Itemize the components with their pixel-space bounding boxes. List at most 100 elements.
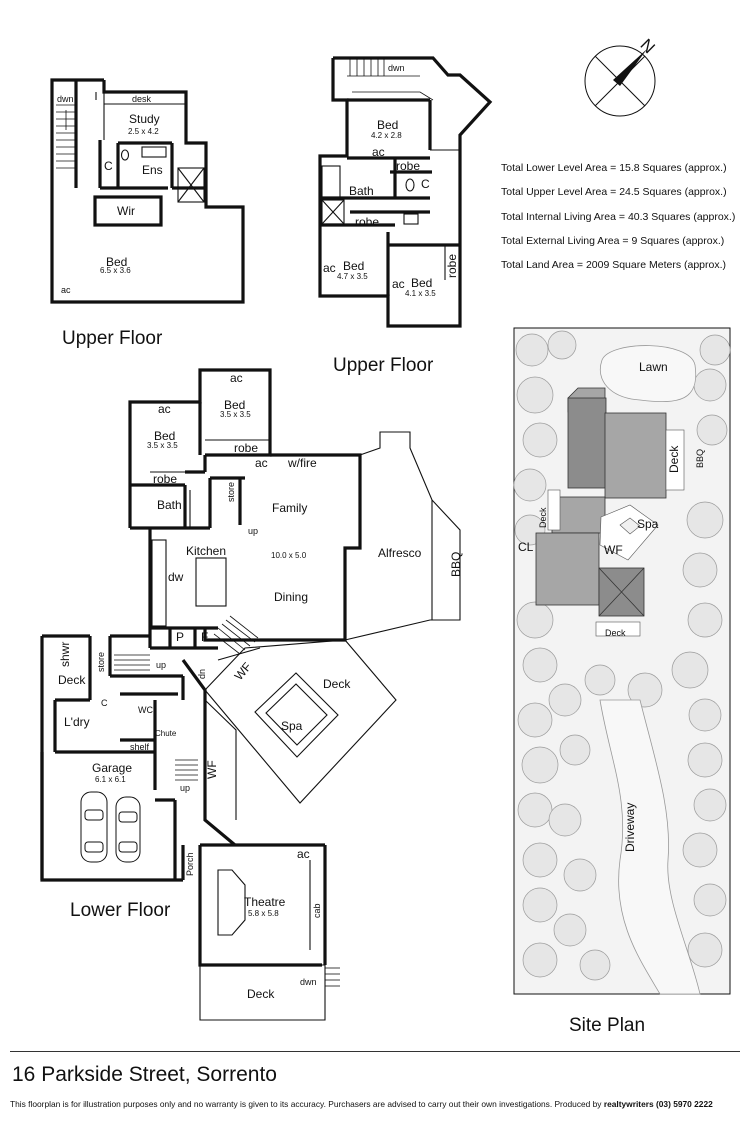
wf-label: WF [232,660,255,683]
wfire-label: w/fire [287,456,317,470]
store-label: store [96,652,106,672]
spa-label: Spa [637,517,659,531]
desk-label: desk [132,94,152,104]
bed1-name: Bed [377,118,398,132]
area-upper-level: Total Upper Level Area = 24.5 Squares (a… [501,186,727,198]
property-address: 16 Parkside Street, Sorrento [12,1063,277,1086]
study-dims: 2.5 x 4.2 [128,127,159,136]
ac-label: ac [158,402,171,416]
site-plan [513,327,731,995]
car-icon [80,791,108,863]
robe-label: robe [355,215,379,229]
dwn-label: dwn [300,977,317,987]
dining-label: Dining [274,590,308,604]
cab-label: cab [312,903,322,918]
up-label: up [248,526,258,536]
ac-label: ac [61,285,71,295]
robe-label: robe [445,254,459,278]
producer-credit: realtywriters (03) 5970 2222 [603,1099,713,1109]
deck-label: Deck [538,507,548,528]
area-land: Total Land Area = 2009 Square Meters (ap… [501,259,727,271]
theatre-name: Theatre [244,895,286,909]
upper-floor-left-labels: dwn desk Study 2.5 x 4.2 C Ens Wir Bed 6… [57,94,163,349]
ac-label: ac [392,277,405,291]
upper-floor-right-labels: dwn Bed 4.2 x 2.8 ac robe C Bath robe ac… [323,63,459,376]
bed2-name: Bed [343,259,364,273]
bbq-label: BBQ [449,552,463,577]
bed3-name: Bed [411,276,432,290]
kitchen-label: Kitchen [186,544,226,558]
ac-label: ac [297,847,310,861]
deck-label: Deck [323,677,351,691]
family-dims: 10.0 x 5.0 [271,551,307,560]
bed3-dims: 4.1 x 3.5 [405,289,436,298]
chute-label: Chute [155,729,177,738]
garage-name: Garage [92,761,132,775]
study-name: Study [129,112,160,126]
area-internal-living: Total Internal Living Area = 40.3 Square… [501,211,736,223]
bed1-name: Bed [154,429,175,443]
robe-label: robe [396,159,420,173]
p-label: P [176,630,184,644]
footer-divider [10,1051,740,1052]
c-label: C [421,177,430,191]
robe-label: robe [153,472,177,486]
ens-label: Ens [142,163,163,177]
car-icon [115,796,141,863]
c-label: C [101,698,108,708]
disclaimer-text: This floorplan is for illustration purpo… [10,1099,604,1109]
bed2-name: Bed [224,398,245,412]
bath-label: Bath [349,184,374,198]
ldry-label: L'dry [64,715,90,729]
wf-label: WF [604,543,623,557]
ac-label: ac [372,145,385,159]
c-label: C [104,159,113,173]
wir-label: Wir [117,204,135,218]
deck-label: Deck [605,628,626,638]
upper-floor-left-title: Upper Floor [62,328,163,349]
disclaimer: This floorplan is for illustration purpo… [10,1099,713,1109]
bed2-dims: 4.7 x 3.5 [337,272,368,281]
bed1-dims: 4.2 x 2.8 [371,131,402,140]
alfresco-label: Alfresco [378,546,422,560]
ac-label: ac [230,371,243,385]
lower-floor-labels: ac Bed 3.5 x 3.5 ac Bed 3.5 x 3.5 robe r… [58,371,463,1001]
wf-label: WF [205,760,219,779]
site-plan-labels: Lawn Deck BBQ Deck Spa CL WF Deck Drivew… [518,360,705,1036]
family-name: Family [272,501,307,515]
cl-label: CL [518,540,534,554]
ac-label: ac [255,456,268,470]
area-lower-level: Total Lower Level Area = 15.8 Squares (a… [501,162,727,174]
ac-label: ac [323,261,336,275]
bbq-label: BBQ [695,449,705,468]
bed2-dims: 3.5 x 3.5 [220,410,251,419]
theatre-dims: 5.8 x 5.8 [248,909,279,918]
shwr-label: shwr [58,642,72,667]
site-plan-title: Site Plan [569,1015,645,1036]
bed-dims: 6.5 x 3.6 [100,266,131,275]
deck-label: Deck [58,673,86,687]
lower-floor-title: Lower Floor [70,900,171,921]
dwn-label: dwn [388,63,405,73]
wc-label: WC [138,705,153,715]
north-arrow-icon: N [584,35,659,117]
garage-dims: 6.1 x 6.1 [95,775,126,784]
upper-floor-right [318,56,493,328]
store-label: store [226,482,236,502]
lawn-label: Lawn [639,360,668,374]
bed-name: Bed [106,255,127,269]
upper-floor-right-title: Upper Floor [333,355,434,376]
f-label: F [201,630,208,644]
bed1-dims: 3.5 x 3.5 [147,441,178,450]
porch-label: Porch [185,852,195,876]
shelf-label: shelf [130,742,150,752]
deck-label: Deck [247,987,275,1001]
dw-label: dw [168,570,184,584]
driveway-label: Driveway [623,803,637,852]
lower-floor [40,368,461,1021]
robe-label: robe [234,441,258,455]
north-letter: N [637,35,659,57]
spa-label: Spa [281,719,303,733]
area-external-living: Total External Living Area = 9 Squares (… [501,235,725,247]
